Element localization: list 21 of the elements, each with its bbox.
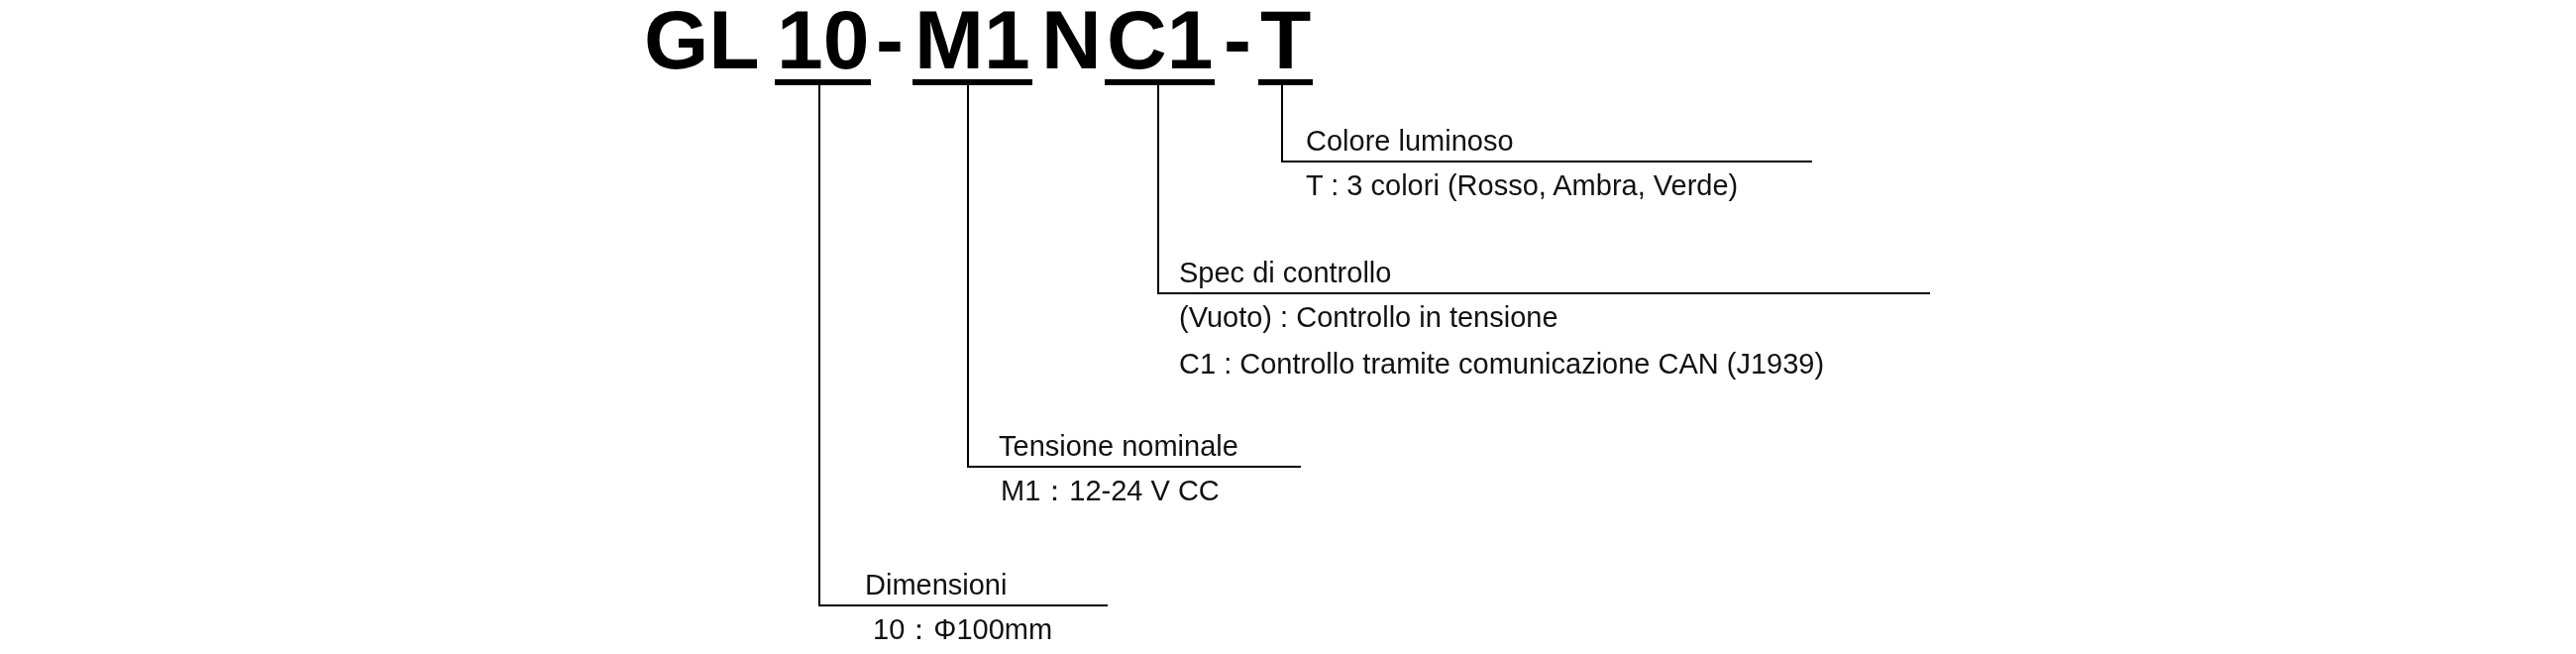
leader-line xyxy=(967,84,969,468)
field-heading: Dimensioni xyxy=(865,569,1008,600)
code-character: - xyxy=(876,0,904,79)
code-character: GL xyxy=(644,0,760,79)
code-segment: 10 xyxy=(775,0,872,85)
field-heading: Colore luminoso xyxy=(1306,125,1514,157)
leader-line xyxy=(1157,84,1159,294)
option-text: M1：12-24 V CC xyxy=(1001,475,1220,506)
option-text: (Vuoto) : Controllo in tensione xyxy=(1179,301,1558,333)
code-segment: M1 xyxy=(912,0,1032,85)
field-heading: Spec di controllo xyxy=(1179,257,1392,288)
code-segment: C1 xyxy=(1105,0,1216,85)
code-character: - xyxy=(1224,0,1251,79)
code-segment: T xyxy=(1258,0,1314,85)
code-character: N xyxy=(1041,0,1102,79)
leader-line xyxy=(818,84,820,606)
field-heading: Tensione nominale xyxy=(999,430,1238,462)
option-text: C1 : Controllo tramite comunicazione CAN (J1939) xyxy=(1179,348,1825,380)
option-text: T : 3 colori (Rosso, Ambra, Verde) xyxy=(1306,169,1739,201)
option-text: 10：Φ100mm xyxy=(873,613,1053,645)
leader-line xyxy=(1281,84,1283,163)
